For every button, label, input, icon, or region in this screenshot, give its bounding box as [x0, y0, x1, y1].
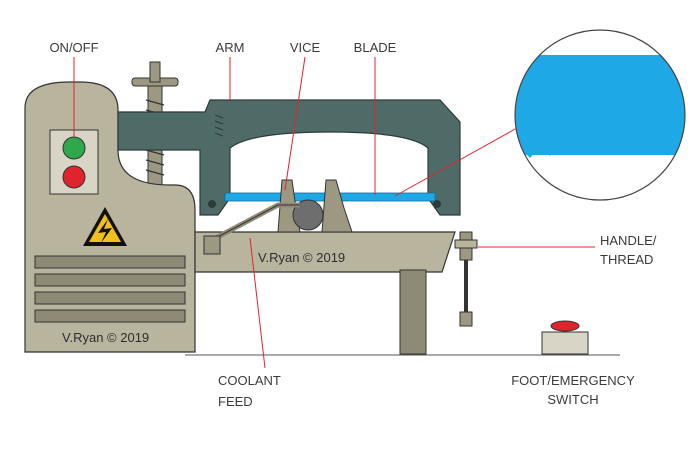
label-handle-line2: THREAD — [600, 252, 653, 267]
control-panel — [49, 129, 99, 195]
label-blade: BLADE — [354, 40, 397, 55]
label-handle-line1: HANDLE/ — [600, 233, 657, 248]
on-button[interactable] — [62, 136, 86, 160]
machine-bed — [194, 231, 456, 355]
label-coolant-line2: FEED — [218, 394, 253, 409]
label-arm: ARM — [216, 40, 245, 55]
high-voltage-warning-icon — [83, 207, 127, 246]
label-foot-line1: FOOT/EMERGENCY — [511, 373, 635, 388]
blade-teeth-magnifier — [514, 29, 686, 201]
label-foot-line2: SWITCH — [547, 392, 598, 407]
label-coolant-line1: COOLANT — [218, 373, 281, 388]
leader-lines — [73, 56, 595, 369]
label-vice: VICE — [290, 40, 321, 55]
foot-emergency-switch[interactable] — [541, 320, 589, 355]
handle-thread[interactable] — [454, 231, 478, 327]
watermark-body: V.Ryan © 2019 — [62, 330, 149, 345]
label-on-off: ON/OFF — [49, 40, 98, 55]
workpiece — [292, 199, 324, 231]
watermark-bed: V.Ryan © 2019 — [258, 250, 345, 265]
coolant-feed-pipe — [203, 202, 300, 255]
off-button[interactable] — [62, 165, 86, 189]
